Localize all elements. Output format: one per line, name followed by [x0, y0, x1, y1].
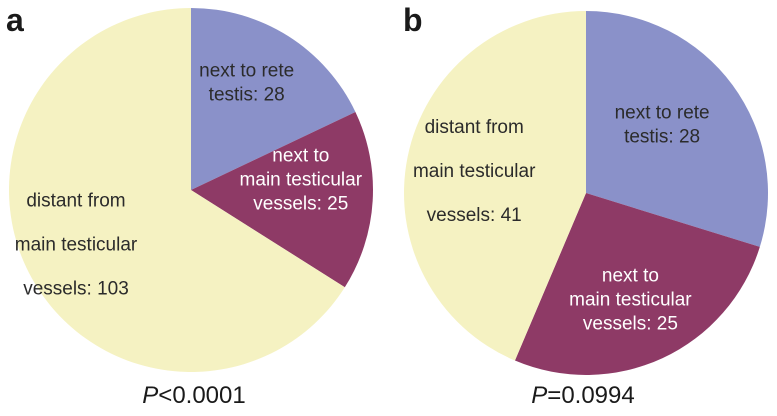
slice-label-next-to-main-testicular-vessels: next to main testicular vessels: 25 — [569, 265, 692, 334]
slice-label-distant-from-main-testicular-vessels: distant from main testicular vessels: 103 — [15, 191, 138, 300]
slice-label-line: next to rete — [199, 61, 294, 82]
panel-b: b next to rete testis: 28 next to main test… — [389, 0, 777, 416]
slice-label-line: vessels: 25 — [253, 194, 348, 215]
slice-label-line: distant from — [26, 191, 125, 212]
pie-slice-next-to-main-testicular-vessels — [191, 111, 373, 288]
pie-chart-a: next to rete testis: 28 next to main testic… — [8, 7, 373, 373]
pie-slice-next-to-main-testicular-vessels — [514, 193, 760, 376]
slice-label-next-to-rete-testis: next to rete testis: 28 — [199, 61, 294, 106]
slice-label-line: next to — [272, 146, 329, 167]
pie-slice-distant-from-main-testicular-vessels — [403, 10, 586, 361]
p-value: =0.0994 — [547, 382, 635, 409]
pie-chart-b: next to rete testis: 28 next to main testic… — [403, 10, 769, 376]
slice-label-line: main testicular — [413, 161, 536, 182]
p-symbol: P — [142, 382, 159, 409]
slice-label-line: main testicular — [240, 170, 363, 191]
p-value: <0.0001 — [158, 382, 246, 409]
slice-label-line: next to rete — [615, 103, 710, 124]
slice-label-line: distant from — [425, 117, 524, 138]
p-symbol: P — [531, 382, 548, 409]
pie-slice-next-to-rete-testis — [586, 11, 769, 247]
slice-label-line: main testicular — [15, 235, 138, 256]
slice-label-line: vessels: 41 — [427, 205, 522, 226]
p-value-caption: P=0.0994 — [389, 382, 777, 410]
slice-label-line: vessels: 103 — [23, 279, 129, 300]
panel-label: a — [6, 2, 24, 38]
pie-slice-distant-from-main-testicular-vessels — [8, 7, 345, 373]
slice-label-next-to-rete-testis: next to rete testis: 28 — [615, 103, 710, 148]
slice-label-line: vessels: 25 — [583, 313, 678, 334]
slice-label-distant-from-main-testicular-vessels: distant from main testicular vessels: 41 — [413, 117, 536, 226]
slice-label-line: testis: 28 — [624, 127, 700, 148]
panel-a: a next to rete testis: 28 next to main test… — [0, 0, 388, 416]
slice-label-line: main testicular — [569, 289, 692, 310]
slice-label-line: testis: 28 — [209, 85, 285, 106]
p-value-caption: P<0.0001 — [0, 382, 388, 410]
pie-slice-next-to-rete-testis — [191, 8, 356, 190]
slice-label-line: next to — [602, 265, 659, 286]
panel-label: b — [403, 2, 423, 38]
slice-label-next-to-main-testicular-vessels: next to main testicular vessels: 25 — [240, 146, 363, 215]
